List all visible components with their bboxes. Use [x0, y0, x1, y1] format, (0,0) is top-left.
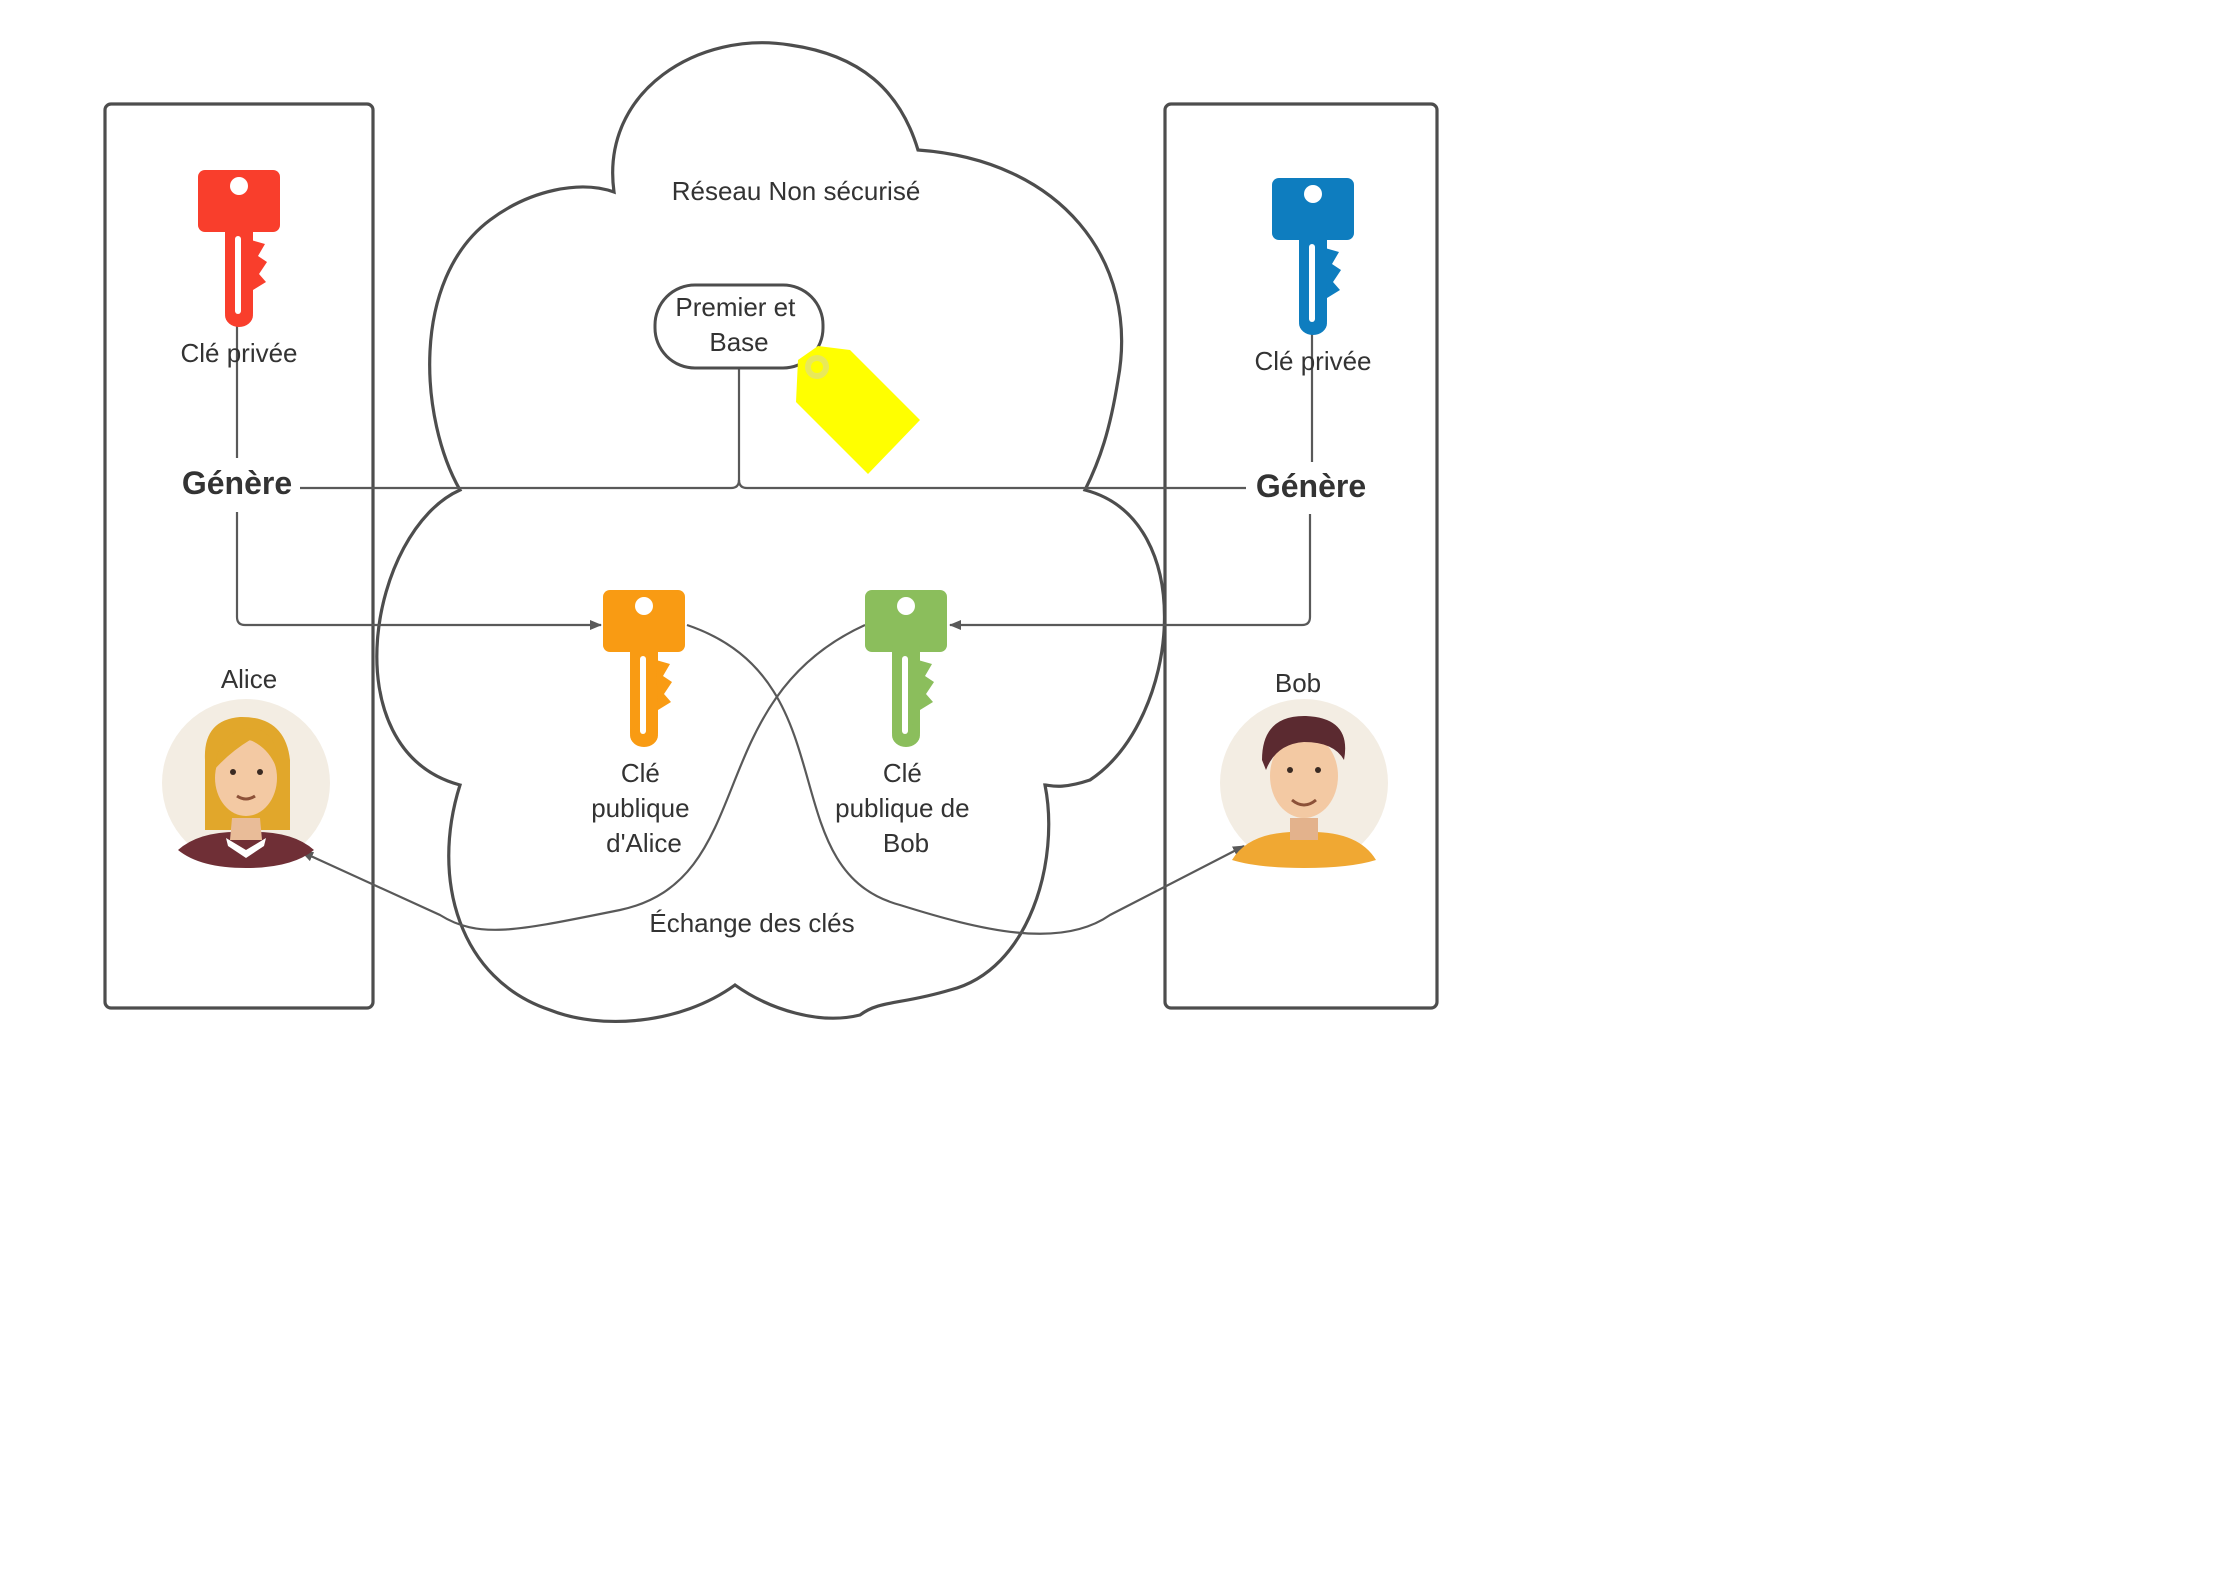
- prime-base-line-1: Premier et: [675, 292, 796, 322]
- alice-avatar: [162, 699, 330, 868]
- bob-public-key-line-1: Clé: [883, 758, 922, 788]
- alice-public-key-line-1: Clé: [621, 758, 660, 788]
- bob-public-key-line-2: publique de: [835, 793, 969, 823]
- bob-avatar: [1220, 699, 1388, 868]
- prime-base-left-branch: [297, 479, 741, 490]
- bob-generate-to-public-key: [949, 508, 1312, 630]
- bob-public-key-line-3: Bob: [883, 828, 929, 858]
- alice-public-key-line-2: publique: [591, 793, 689, 823]
- prime-base-box: [653, 283, 825, 370]
- bob-private-key-icon: [1272, 178, 1354, 335]
- prime-base-line-2: Base: [709, 327, 768, 357]
- alice-name: Alice: [221, 664, 277, 694]
- alice-generate-to-public-key: [235, 508, 602, 630]
- alice-panel: [103, 102, 375, 1010]
- bob-generate-label: Génère: [1256, 468, 1366, 504]
- bob-public-key-label: Clé publique de Bob: [835, 758, 977, 858]
- tag-icon: [796, 346, 920, 474]
- prime-base-label: Premier et Base: [675, 292, 802, 357]
- alice-generate-label: Génère: [182, 465, 292, 501]
- alice-public-key-label: Clé publique d'Alice: [591, 758, 697, 858]
- key-exchange-diagram: Réseau Non sécurisé Premier et Base Clé …: [103, 41, 1439, 1023]
- bob-panel: [1163, 102, 1439, 1010]
- bob-public-key-icon: [865, 590, 947, 747]
- network-cloud: [375, 41, 1167, 1023]
- network-label: Réseau Non sécurisé: [672, 176, 921, 206]
- alice-public-key-line-3: d'Alice: [606, 828, 682, 858]
- prime-base-right-branch: [737, 479, 1252, 490]
- bob-name: Bob: [1275, 668, 1321, 698]
- exchange-label: Échange des clés: [649, 908, 854, 938]
- exchange-curve-to-bob: [686, 623, 1245, 935]
- alice-private-key-label: Clé privée: [180, 338, 297, 368]
- bob-private-key-label: Clé privée: [1254, 346, 1371, 376]
- exchange-curve-to-alice: [301, 623, 866, 931]
- alice-private-key-icon: [198, 170, 280, 327]
- alice-public-key-icon: [603, 590, 685, 747]
